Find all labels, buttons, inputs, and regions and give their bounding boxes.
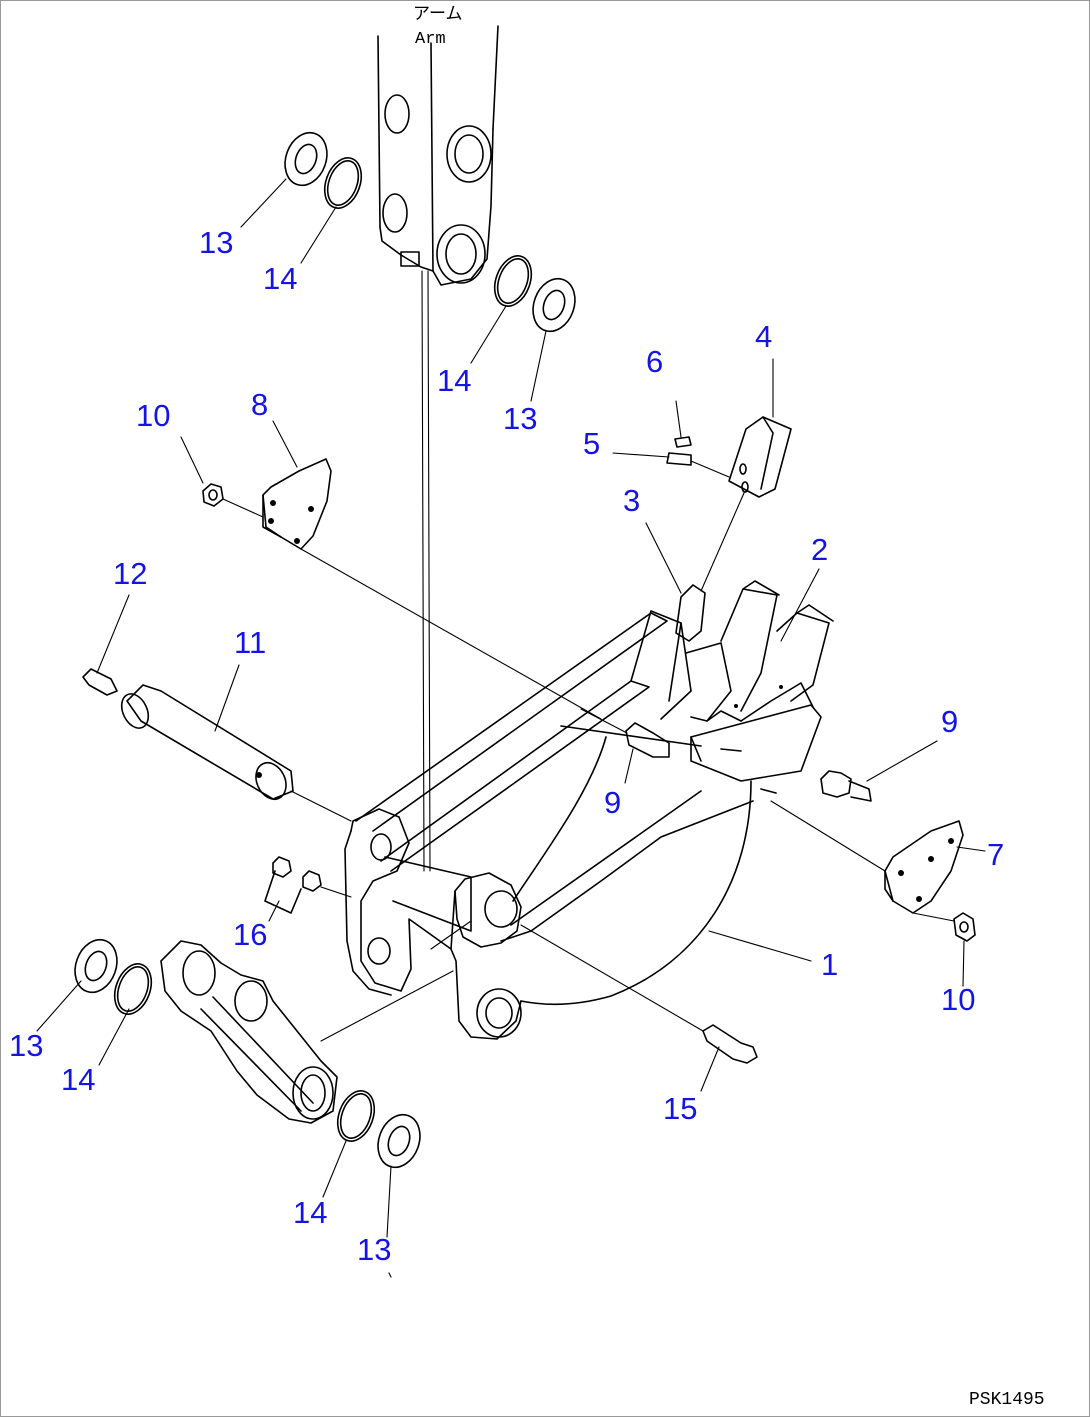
callout-15: 15 xyxy=(663,1091,698,1126)
arm-washers xyxy=(284,131,576,333)
callout-7: 7 xyxy=(987,837,1005,872)
side-cutter-right xyxy=(580,708,976,942)
side-cutter-left xyxy=(202,458,602,720)
drawing-code: PSK1495 xyxy=(969,1390,1045,1410)
callout-6: 6 xyxy=(646,344,664,379)
callout-14: 14 xyxy=(437,363,472,398)
callout-10: 10 xyxy=(941,982,976,1017)
arm-label-english: Arm xyxy=(415,30,446,49)
callout-12: 12 xyxy=(113,556,148,591)
callout-13: 13 xyxy=(503,401,538,436)
callout-13: 13 xyxy=(357,1232,392,1267)
callout-14: 14 xyxy=(293,1195,328,1230)
callout-5: 5 xyxy=(583,426,601,461)
callout-13: 13 xyxy=(9,1028,44,1063)
callout-14: 14 xyxy=(263,261,298,296)
tooth-and-adapter xyxy=(666,416,792,642)
bolt-part xyxy=(520,924,758,1064)
link-washers xyxy=(74,938,421,1169)
callout-10: 10 xyxy=(136,398,171,433)
callout-3: 3 xyxy=(623,483,641,518)
callout-9: 9 xyxy=(604,785,622,820)
bucket-body xyxy=(344,580,834,1040)
leader-lines xyxy=(36,178,986,1278)
callout-1: 1 xyxy=(821,947,839,982)
callout-16: 16 xyxy=(233,917,268,952)
arm-part xyxy=(377,25,499,872)
arm-label-japanese: アーム xyxy=(413,6,463,25)
link-part xyxy=(160,856,454,1124)
callout-11: 11 xyxy=(234,625,267,660)
callout-9: 9 xyxy=(941,704,959,739)
callout-2: 2 xyxy=(811,532,829,567)
bucket-pin xyxy=(82,668,352,822)
callout-13: 13 xyxy=(199,225,234,260)
callout-14: 14 xyxy=(61,1062,96,1097)
callout-8: 8 xyxy=(251,387,269,422)
callout-4: 4 xyxy=(755,319,773,354)
